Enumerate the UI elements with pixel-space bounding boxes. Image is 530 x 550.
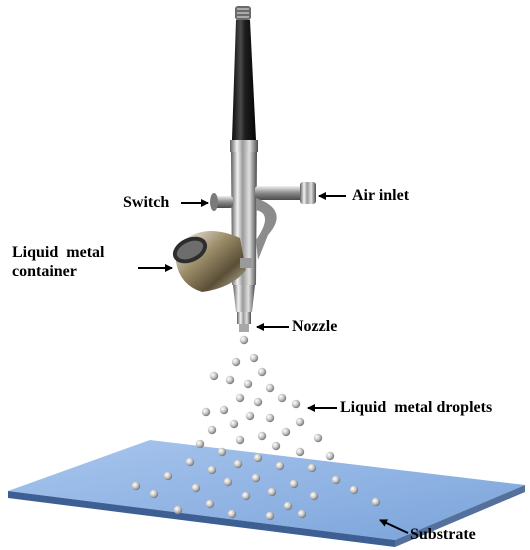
droplet — [207, 425, 217, 435]
droplet — [185, 457, 195, 467]
droplet — [253, 453, 263, 463]
droplet — [243, 379, 253, 389]
droplet — [307, 463, 317, 473]
droplet — [131, 481, 141, 491]
droplet — [289, 479, 299, 489]
droplet — [245, 411, 255, 421]
handle — [232, 20, 256, 140]
airbrush — [172, 6, 316, 332]
droplet — [325, 451, 335, 461]
air-inlet-label: Air inlet — [352, 187, 410, 204]
container-label-line2: container — [12, 263, 77, 280]
droplet — [295, 417, 305, 427]
droplet — [313, 433, 323, 443]
substrate-label: Substrate — [410, 526, 476, 543]
droplet — [297, 509, 307, 519]
droplets-label: Liquid metal droplets — [340, 399, 493, 416]
droplet — [191, 483, 201, 493]
droplet — [265, 511, 275, 521]
droplet — [257, 367, 267, 377]
droplet — [235, 435, 245, 445]
nozzle-tip — [239, 324, 249, 332]
droplet — [217, 447, 227, 457]
droplets-group — [131, 335, 381, 521]
substrate-arrow — [379, 519, 409, 534]
substrate-plate — [8, 440, 525, 547]
switch-lever — [213, 196, 233, 208]
droplet — [271, 441, 281, 451]
droplet — [291, 399, 301, 409]
droplet — [371, 497, 381, 507]
droplet — [233, 459, 243, 469]
droplet — [225, 375, 235, 385]
droplet — [239, 335, 249, 345]
droplet — [265, 413, 275, 423]
nozzle-label: Nozzle — [292, 318, 338, 335]
droplet — [205, 499, 215, 509]
droplet — [209, 371, 219, 381]
droplet — [249, 353, 259, 363]
droplet — [173, 505, 183, 515]
droplet — [231, 357, 241, 367]
droplet — [149, 489, 159, 499]
switch-label: Switch — [123, 194, 170, 211]
droplet — [331, 475, 341, 485]
droplet — [309, 491, 319, 501]
droplet — [275, 461, 285, 471]
droplet — [253, 397, 263, 407]
droplet — [195, 439, 205, 449]
droplet — [265, 383, 275, 393]
droplet — [283, 501, 293, 511]
droplet — [229, 419, 239, 429]
droplet — [201, 407, 211, 417]
droplet — [277, 393, 287, 403]
droplet — [219, 405, 229, 415]
droplet — [235, 393, 245, 403]
label-arrows — [138, 192, 409, 534]
droplet — [223, 477, 233, 487]
air-inlet-pipe — [255, 186, 313, 200]
container-label-line1: Liquid metal — [12, 244, 105, 261]
droplet — [267, 487, 277, 497]
droplet — [349, 485, 359, 495]
droplet — [295, 447, 305, 457]
droplet — [227, 509, 237, 519]
droplet — [257, 431, 267, 441]
droplet — [163, 471, 173, 481]
droplet — [241, 491, 251, 501]
liquid-metal-container — [172, 230, 252, 292]
droplet — [281, 427, 291, 437]
droplet — [251, 473, 261, 483]
droplet — [207, 465, 217, 475]
